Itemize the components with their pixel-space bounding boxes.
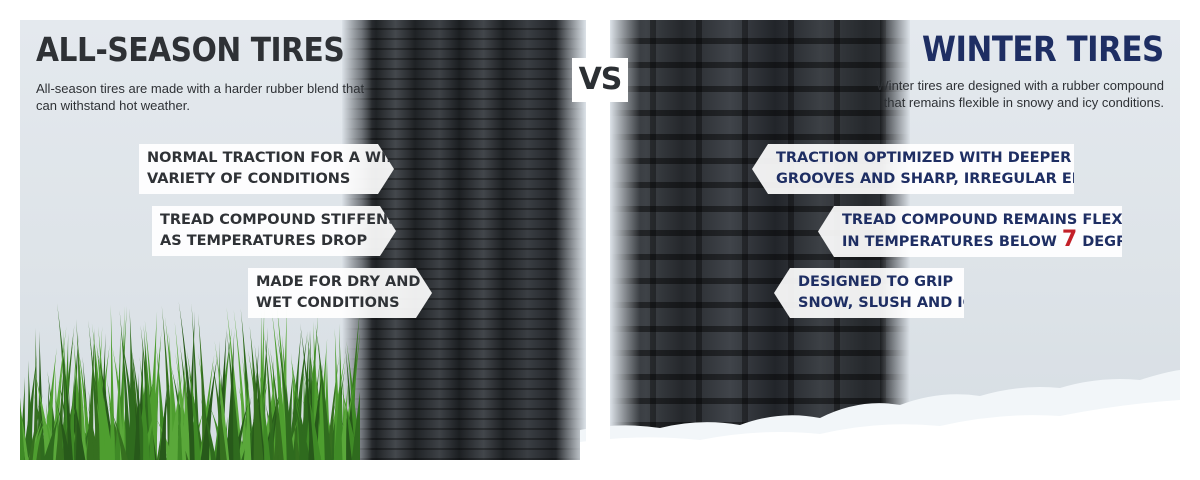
all-season-title: ALL-SEASON TIRES: [36, 30, 345, 69]
all-season-description: All-season tires are made with a harder …: [36, 81, 365, 113]
all-season-label-traction: NORMAL TRACTION FOR A WIDE VARIETY OF CO…: [139, 144, 394, 194]
winter-label-compound: TREAD COMPOUND REMAINS FLEXIBLE IN TEMPE…: [818, 206, 1122, 257]
grass-image: [20, 301, 360, 460]
winter-description: Winter tires are designed with a rubber …: [876, 78, 1164, 110]
temperature-number: 7: [1061, 227, 1078, 252]
all-season-label-conditions: MADE FOR DRY AND WET CONDITIONS: [248, 268, 432, 318]
vs-label: VS: [572, 58, 628, 102]
winter-label-traction: TRACTION OPTIMIZED WITH DEEPER GROOVES A…: [752, 144, 1074, 194]
winter-title: WINTER TIRES: [922, 30, 1164, 70]
comparison-panel: VS ALL-SEASON TIRES All-season tires are…: [20, 20, 1180, 460]
snow-image: [580, 370, 1180, 460]
all-season-label-compound: TREAD COMPOUND STIFFENS AS TEMPERATURES …: [152, 206, 396, 256]
winter-label-grip: DESIGNED TO GRIP SNOW, SLUSH AND ICE: [774, 268, 964, 318]
